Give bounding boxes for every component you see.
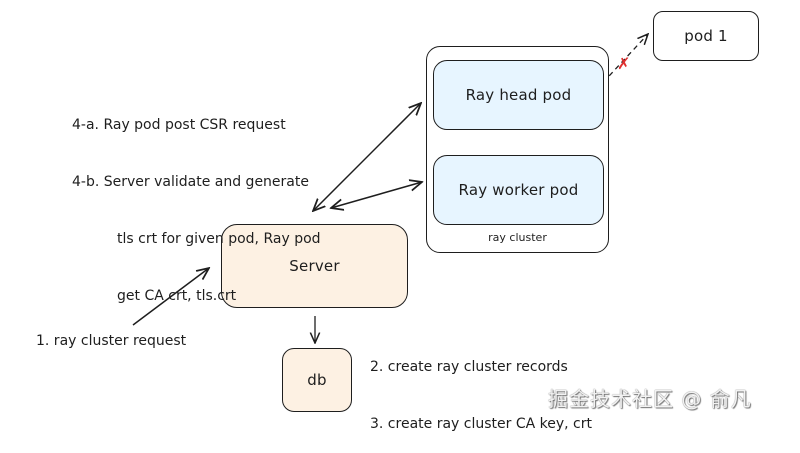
step-4b-text-cont-2: get CA crt, tls.crt	[117, 288, 237, 304]
db-label: db	[307, 371, 327, 389]
server-label: Server	[289, 257, 340, 275]
step-2-3-note: 2. create ray cluster records 3. create …	[370, 320, 592, 453]
step-4b-text: 4-b. Server validate and generate	[72, 174, 309, 190]
server-node[interactable]: Server	[221, 224, 408, 308]
step-4a-text: 4-a. Ray pod post CSR request	[72, 117, 286, 133]
db-node[interactable]: db	[282, 348, 352, 412]
ray-cluster-label: ray cluster	[488, 231, 547, 244]
arrow-server-head	[313, 103, 421, 211]
step-4-note: 4-a. Ray pod post CSR request 4-b. Serve…	[72, 78, 321, 325]
ray-worker-pod-node[interactable]: Ray worker pod	[433, 155, 604, 225]
ray-head-pod-label: Ray head pod	[465, 86, 572, 104]
cross-icon: ✗	[617, 54, 630, 73]
watermark: 掘金技术社区 @ 俞凡	[548, 387, 752, 411]
step-1-note: 1. ray cluster request	[36, 333, 187, 349]
arrow-request-server	[132, 268, 209, 326]
step-4b-text-cont-1: tls crt for given pod, Ray pod	[117, 231, 321, 247]
pod-1-label: pod 1	[684, 27, 728, 45]
step-2-text: 2. create ray cluster records	[370, 359, 568, 375]
arrow-server-worker	[331, 182, 422, 208]
step-3-text: 3. create ray cluster CA key, crt	[370, 416, 592, 432]
pod-1-node[interactable]: pod 1	[653, 11, 759, 61]
ray-head-pod-node[interactable]: Ray head pod	[433, 60, 604, 130]
ray-worker-pod-label: Ray worker pod	[458, 181, 579, 199]
